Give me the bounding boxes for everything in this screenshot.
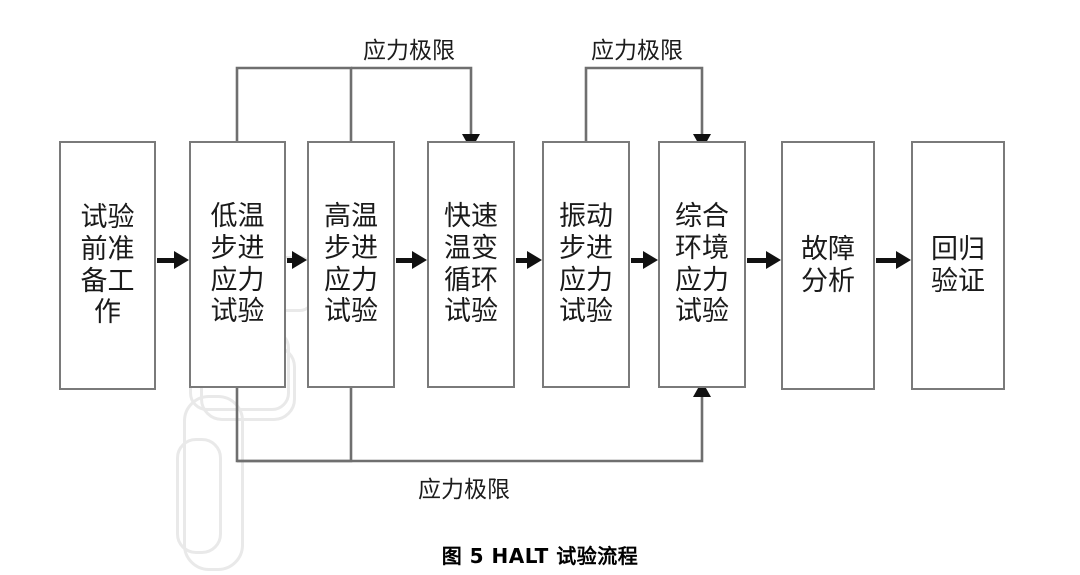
node-vibration-step-stress[interactable]: 振动 步进 应力 试验 (542, 141, 630, 388)
loop-bottom-path (235, 388, 353, 463)
arrow-failure-to-regress (876, 250, 911, 270)
node-label: 试验 前准 备工 作 (80, 201, 135, 329)
loop-label-bottom: 应力极限 (413, 470, 515, 504)
node-rapid-thermal-cycling[interactable]: 快速 温变 循环 试验 (427, 141, 515, 388)
arrow-shaft (631, 257, 646, 263)
node-low-temperature-step-stress[interactable]: 低温 步进 应力 试验 (189, 141, 286, 388)
node-label: 低温 步进 应力 试验 (210, 200, 265, 328)
arrow-lowtemp-to-hightemp (287, 250, 307, 270)
node-regression-verification[interactable]: 回归 验证 (911, 141, 1005, 390)
node-label: 故障 分析 (801, 233, 855, 297)
arrow-head (527, 251, 542, 269)
arrow-prep-to-lowtemp (157, 250, 189, 270)
arrow-shaft (396, 257, 415, 263)
arrow-head (896, 251, 911, 269)
loop-top-right-path (584, 66, 704, 141)
loop-top-left-path (235, 66, 353, 141)
loop-label-top-right: 应力极限 (586, 31, 688, 65)
node-label: 综合 环境 应力 试验 (675, 200, 729, 328)
arrow-shaft (516, 257, 530, 263)
node-high-temperature-step-stress[interactable]: 高温 步进 应力 试验 (307, 141, 395, 388)
arrow-combined-to-failure (747, 250, 781, 270)
node-label: 高温 步进 应力 试验 (324, 200, 378, 328)
arrow-shaft (747, 257, 769, 263)
loop-top-left-path-b (351, 66, 473, 134)
node-label: 回归 验证 (931, 233, 985, 297)
arrow-shaft (876, 257, 899, 263)
arrow-hightemp-to-rapidtemp (396, 250, 427, 270)
node-label: 快速 温变 循环 试验 (444, 200, 498, 328)
watermark-shape (176, 438, 222, 554)
node-test-preparation[interactable]: 试验 前准 备工 作 (59, 141, 156, 390)
arrow-head (643, 251, 658, 269)
arrow-head (766, 251, 781, 269)
node-label: 振动 步进 应力 试验 (559, 200, 613, 328)
arrow-shaft (157, 257, 177, 263)
arrow-rapidtemp-to-vibration (516, 250, 542, 270)
arrow-head (174, 251, 189, 269)
figure-caption: 图 5 HALT 试验流程 (441, 544, 639, 568)
arrow-head (292, 251, 307, 269)
node-failure-analysis[interactable]: 故障 分析 (781, 141, 875, 390)
loop-label-top-left: 应力极限 (358, 31, 460, 65)
node-combined-environment-stress[interactable]: 综合 环境 应力 试验 (658, 141, 746, 388)
arrow-vibration-to-combined (631, 250, 658, 270)
arrow-head (412, 251, 427, 269)
loop-bottom-path-b (237, 397, 704, 463)
arrow-shaft (287, 257, 295, 263)
